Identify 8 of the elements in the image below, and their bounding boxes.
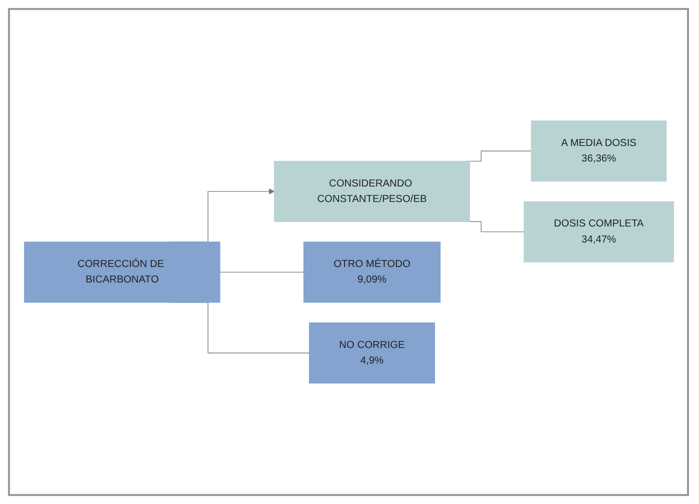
node-box bbox=[308, 322, 435, 384]
node-box bbox=[273, 160, 470, 222]
frame-border: CONSIDERANDO CONSTANTE/PESO/EB CORRECCIÓN DE BICARBONATO A MEDIA DOSIS 36,36% DOSIS COMPLETA 34,47% OTRO MÉTODO 9,09% NO CORRIGE 4,9% bbox=[8, 8, 689, 496]
node-box bbox=[523, 201, 674, 262]
node-box bbox=[302, 242, 440, 303]
node-box bbox=[530, 120, 666, 182]
connector bbox=[219, 272, 304, 273]
node-box bbox=[24, 242, 220, 303]
